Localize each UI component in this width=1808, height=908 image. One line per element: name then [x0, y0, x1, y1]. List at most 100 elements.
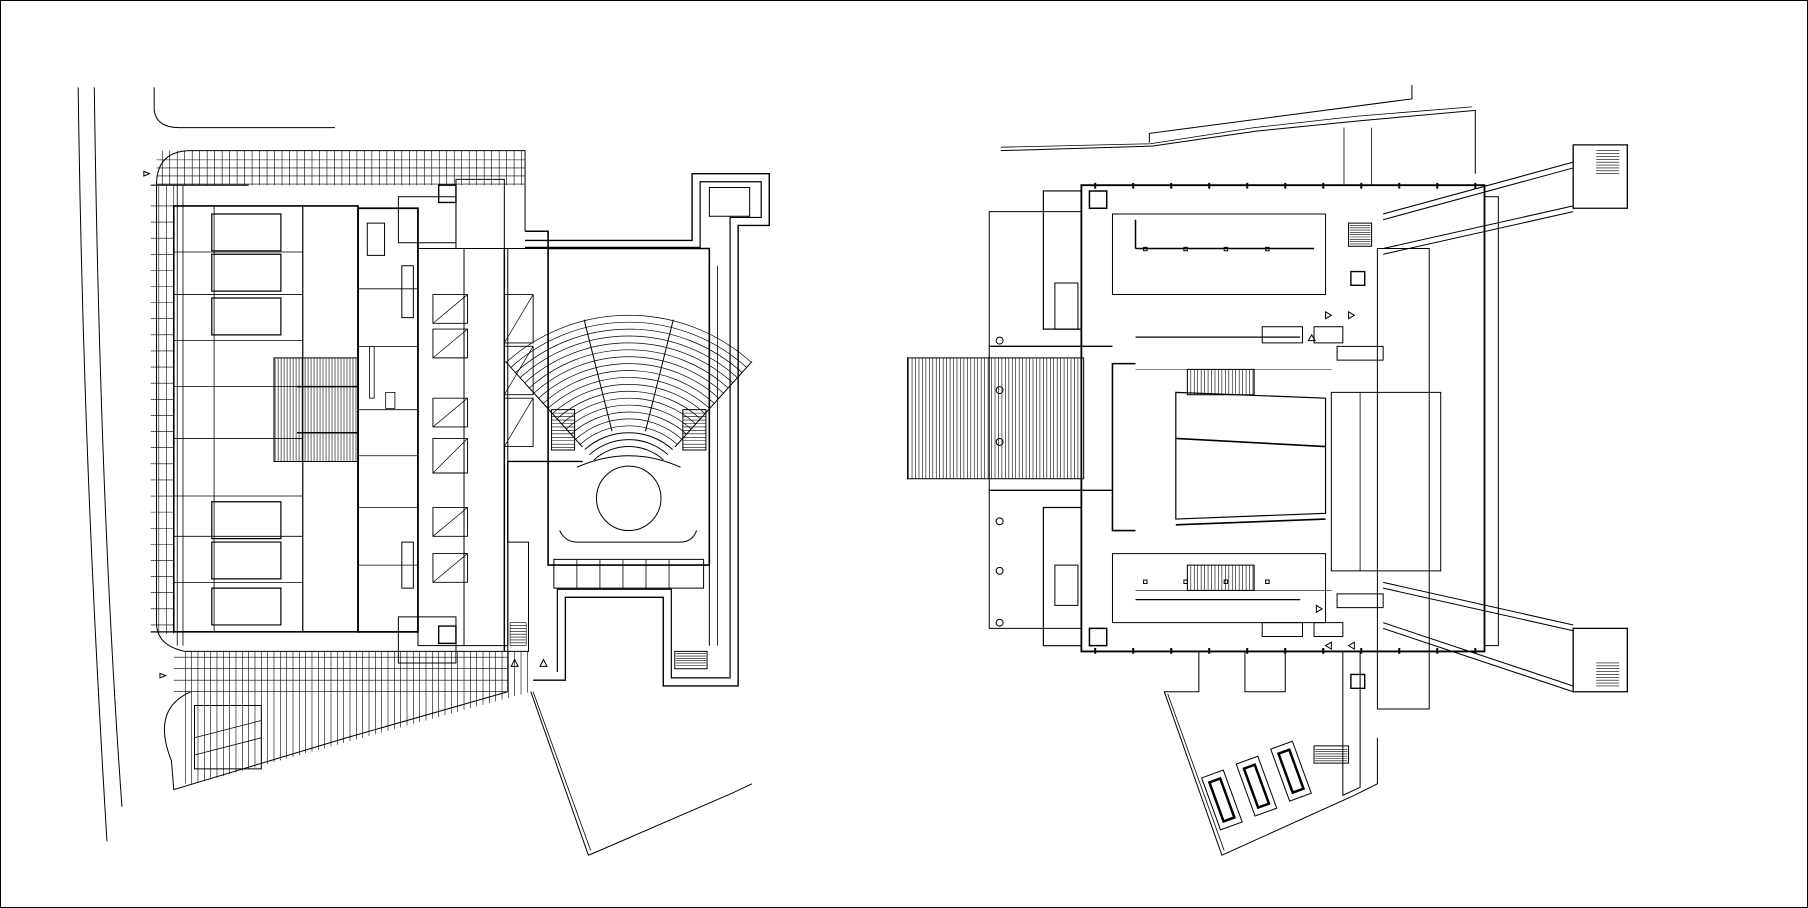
parking-spaces: [1278, 750, 1303, 793]
elevator: [1351, 272, 1365, 286]
inner-wall: [525, 182, 761, 678]
shaft-diagonal: [433, 438, 468, 473]
elevator: [1351, 674, 1365, 688]
room: [1337, 594, 1383, 608]
stair: [402, 266, 414, 318]
curb-line: [154, 87, 335, 127]
plaza-edge: [156, 185, 507, 789]
skylight: [212, 214, 281, 251]
concert-hall-building: [1081, 183, 1498, 763]
auditorium-floor: [1176, 392, 1326, 519]
room: [367, 223, 384, 255]
bar-counter: [1314, 327, 1343, 343]
wall-line: [1176, 438, 1326, 446]
site-boundary: [531, 692, 752, 855]
site-boundary: [1343, 651, 1360, 795]
shaft-diagonal: [504, 346, 533, 394]
shaft-diagonal: [504, 398, 533, 446]
stair-towers: [1383, 145, 1627, 692]
seat-row: [534, 357, 724, 393]
seat-row: [576, 419, 682, 439]
parking-area: [1164, 651, 1377, 855]
direction-arrow: [1308, 335, 1315, 341]
grand-stair: [274, 358, 358, 462]
elevator: [439, 185, 456, 202]
east-wing-outline: [525, 174, 769, 856]
site-boundary: [1001, 110, 1476, 173]
site-boundary: [1245, 651, 1285, 691]
shaft: [433, 398, 468, 427]
seat-row: [529, 350, 728, 388]
bridge-line: [1383, 206, 1573, 249]
bridge-line: [1383, 212, 1573, 255]
parking-bay: [1202, 770, 1243, 830]
shaft-diagonal: [433, 329, 468, 358]
shaft-diagonal: [433, 508, 468, 537]
stair-outline: [274, 358, 358, 462]
site-boundary: [1168, 694, 1224, 851]
direction-arrow: [1326, 642, 1332, 649]
counter: [386, 392, 395, 408]
auditorium: [505, 249, 752, 589]
tower: [1573, 145, 1627, 208]
parking-spaces: [1244, 765, 1269, 808]
building-outline: [1081, 185, 1484, 651]
bar-counter: [1314, 623, 1343, 637]
counter: [370, 346, 375, 398]
stage: [1331, 392, 1440, 570]
corridor: [418, 249, 508, 646]
outline: [525, 231, 548, 248]
stair-room: [709, 187, 749, 216]
circulation-spine: [418, 249, 547, 667]
auditorium-outline: [548, 249, 709, 566]
seat-row: [548, 377, 710, 408]
site-boundary: [533, 692, 591, 851]
column: [1184, 580, 1187, 583]
road-edge-line: [94, 87, 122, 807]
bridge-line: [1383, 582, 1573, 625]
stair: [402, 542, 414, 588]
box-seats: [552, 410, 575, 450]
column: [1266, 580, 1269, 583]
parking-spaces: [1209, 778, 1234, 821]
orchestra-edge: [560, 531, 697, 543]
stage-edge: [589, 440, 668, 455]
stair: [1314, 746, 1349, 763]
bridge-line: [1383, 588, 1573, 631]
column: [1144, 247, 1147, 250]
entrance-arrow: [160, 673, 166, 678]
bridge-line: [1383, 162, 1573, 214]
aisle: [675, 361, 752, 447]
outer-wall: [525, 174, 769, 686]
site-boundary: [1164, 651, 1377, 855]
direction-arrow: [1349, 312, 1355, 319]
site-boundary: [1001, 107, 1472, 147]
bar-counter: [1262, 327, 1302, 343]
site-lines: [1001, 85, 1476, 185]
bridge-line: [1383, 628, 1573, 691]
room: [1337, 346, 1383, 360]
parking-bay-outline: [1236, 756, 1277, 816]
skylight: [212, 502, 281, 539]
entrance-steps: [907, 358, 1083, 479]
room: [1055, 565, 1078, 605]
stage-edge: [577, 456, 681, 468]
seat-row: [552, 384, 705, 413]
seat-row: [539, 364, 719, 399]
service-rooms: [1043, 508, 1081, 646]
stage-edge: [594, 447, 663, 460]
shaft: [433, 295, 468, 324]
seat-row: [557, 391, 700, 418]
bridge-line: [1383, 168, 1573, 220]
service-outline: [358, 208, 418, 632]
column: [996, 387, 1003, 394]
column: [996, 567, 1003, 574]
seat-row: [562, 398, 696, 424]
exhibition-hall: [151, 185, 358, 645]
bar-counter: [1262, 623, 1302, 637]
road-edge: [78, 87, 335, 841]
column: [996, 619, 1003, 626]
stair: [675, 651, 707, 668]
core-room: [398, 197, 456, 243]
